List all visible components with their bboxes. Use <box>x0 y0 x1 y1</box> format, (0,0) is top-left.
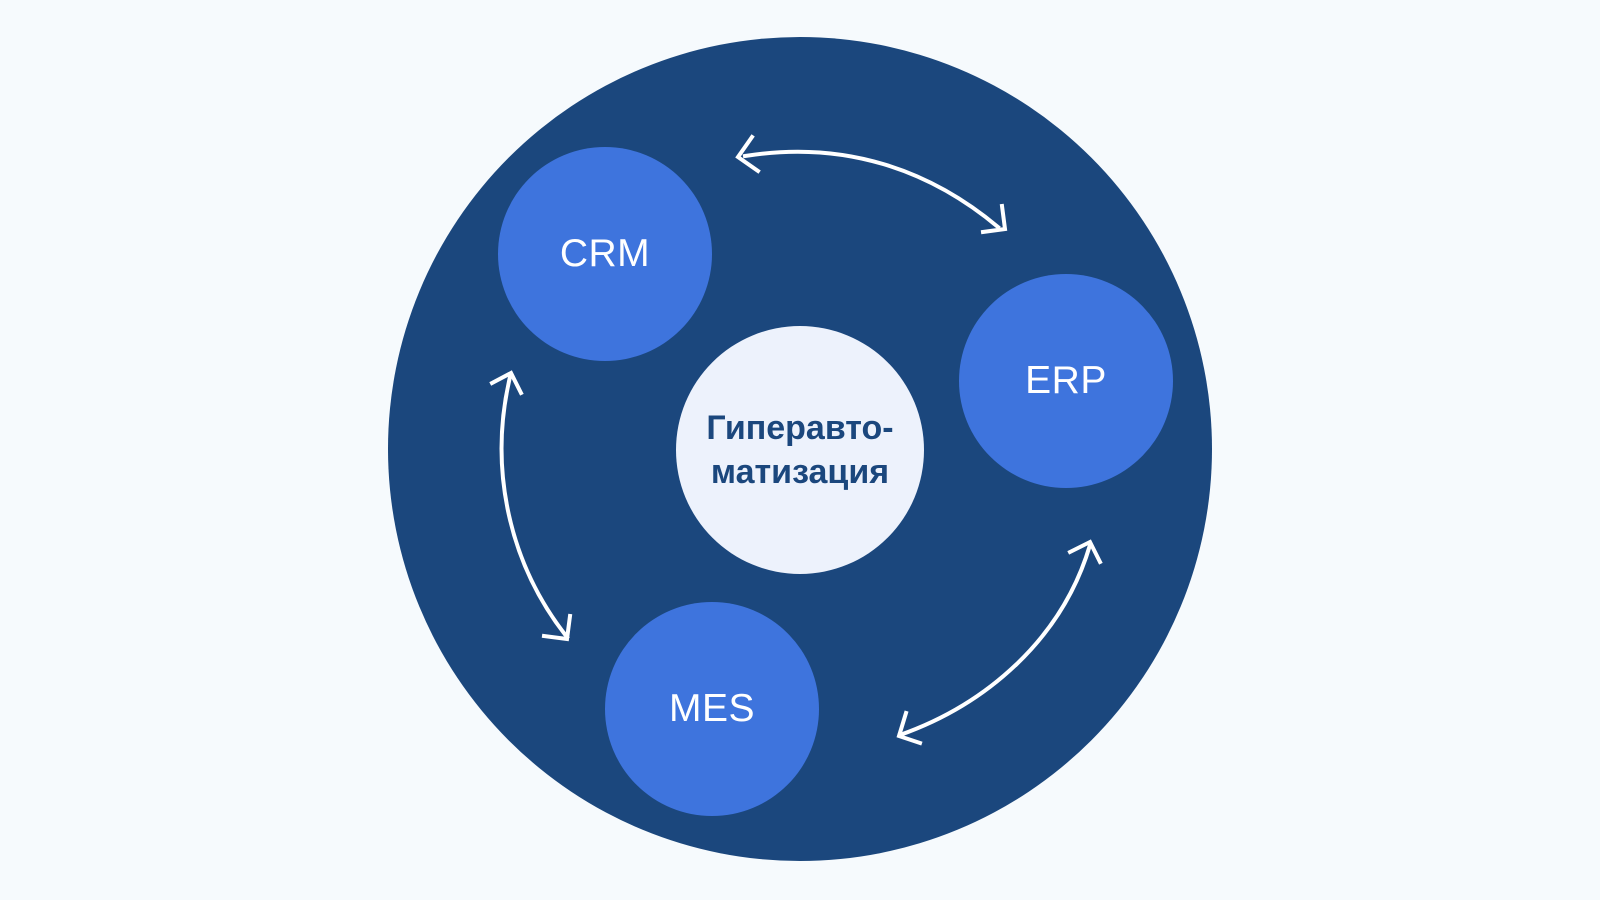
mes-node: MES <box>605 602 819 816</box>
center-hyperautomation-node: Гиперавто- матизация <box>676 326 924 574</box>
center-text: Гиперавто- матизация <box>695 406 905 494</box>
erp-node: ERP <box>959 274 1173 488</box>
crm-label: CRM <box>559 232 651 275</box>
crm-node: CRM <box>498 147 712 361</box>
center-text-line-1: Гиперавто- <box>706 409 894 447</box>
mes-label: MES <box>668 687 755 730</box>
erp-label: ERP <box>1025 359 1107 402</box>
center-text-line-2: матизация <box>710 453 890 491</box>
